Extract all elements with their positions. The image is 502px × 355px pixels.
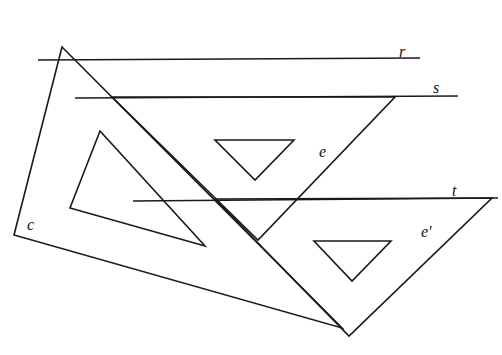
line-label: r (399, 44, 405, 60)
line-label: c (27, 217, 34, 233)
line-label: t (452, 183, 456, 199)
set-square (112, 97, 395, 240)
set-square-hole (70, 131, 205, 246)
line-label: e (319, 144, 326, 160)
line-label: e' (421, 224, 432, 240)
set-square-hole (314, 241, 391, 281)
set-square-hole (215, 140, 294, 180)
set-square (215, 198, 492, 336)
line-label: s (433, 80, 439, 96)
set-square (14, 47, 342, 328)
parallel-line (38, 58, 420, 60)
